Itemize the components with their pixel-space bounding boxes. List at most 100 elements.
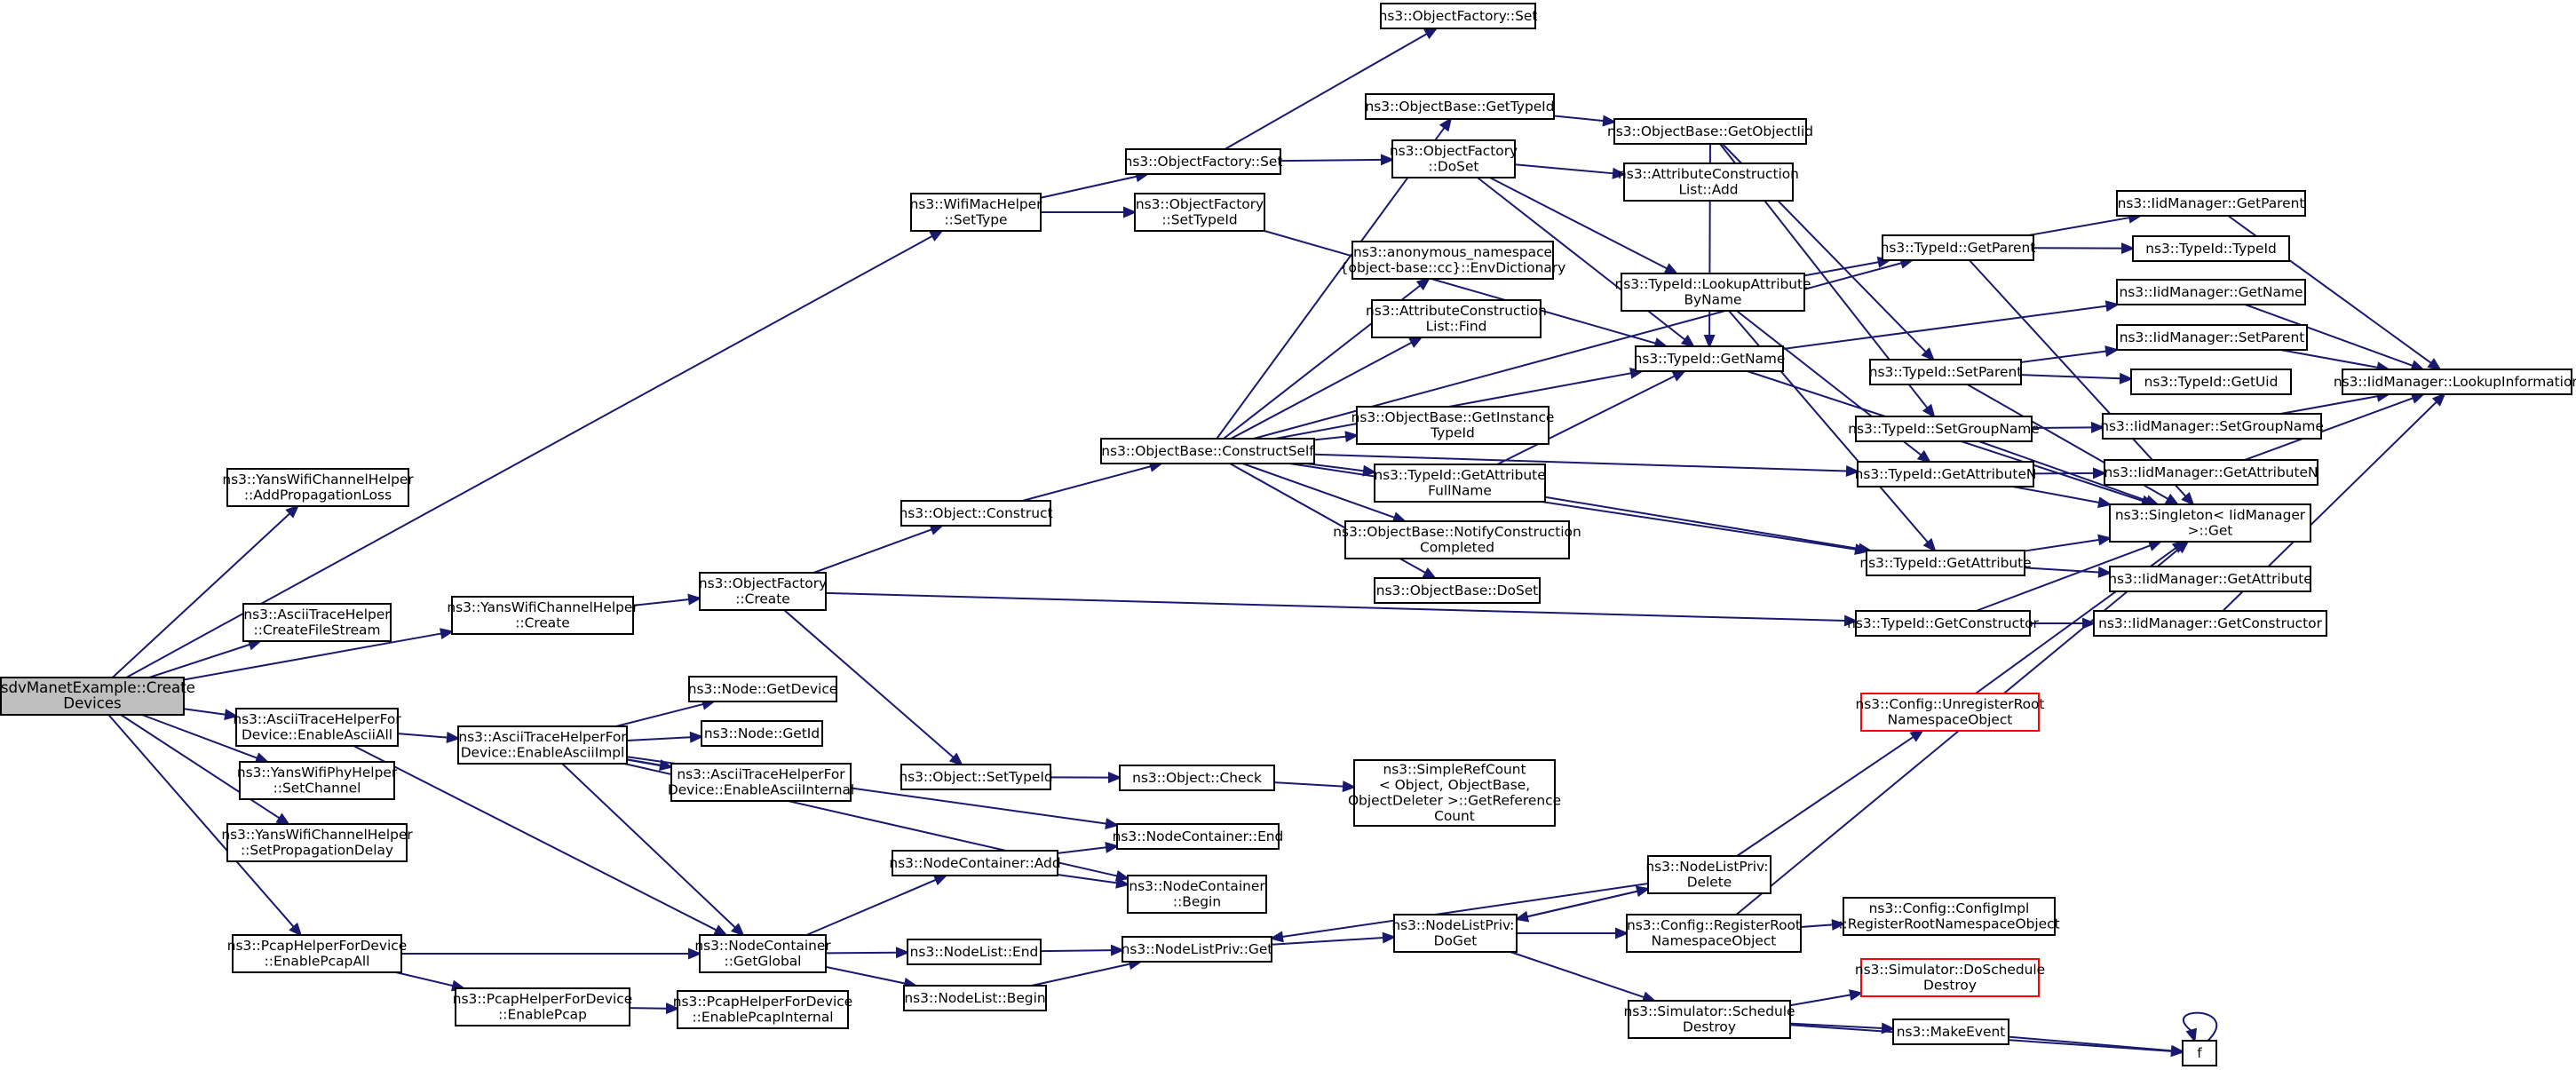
node-iid-get-attribute[interactable]: ns3::IidManager::GetAttribute xyxy=(2108,566,2312,592)
node-tid-get-parent[interactable]: ns3::TypeId::GetParent xyxy=(1881,234,2036,261)
edge-line xyxy=(2245,304,2414,367)
node-label: {object-base::cc}::EnvDictionary xyxy=(1340,260,1565,276)
node-ob-get-object-iid[interactable]: ns3::ObjectBase::GetObjectIid xyxy=(1607,118,1813,145)
node-tid-get-attribute-n[interactable]: ns3::TypeId::GetAttributeN xyxy=(1855,461,2037,487)
node-of-create[interactable]: ns3::ObjectFactory::Create xyxy=(699,572,827,611)
node-f-func[interactable]: f xyxy=(2182,1040,2217,1066)
node-cfg-impl-register[interactable]: ns3::Config::ConfigImpl::RegisterRootNam… xyxy=(1838,897,2060,936)
node-label: NamespaceObject xyxy=(1652,933,1777,949)
node-create-f-s[interactable]: ns3::AsciiTraceHelper::CreateFileStream xyxy=(242,603,392,642)
node-of-set[interactable]: ns3::ObjectFactory::Set xyxy=(1124,148,1283,175)
node-iid-set-parent[interactable]: ns3::IidManager::SetParent xyxy=(2116,324,2308,351)
node-en-pcap-internal[interactable]: ns3::PcapHelperForDevice::EnablePcapInte… xyxy=(673,990,852,1029)
node-tid-get-name[interactable]: ns3::TypeId::GetName xyxy=(1634,345,1786,372)
node-label: ::SetChannel xyxy=(273,781,361,797)
node-of-set2[interactable]: ns3::ObjectFactory::Set xyxy=(1379,3,1538,29)
node-ob-construct-self[interactable]: ns3::ObjectBase::ConstructSelf xyxy=(1100,438,1315,464)
node-ob-do-set[interactable]: ns3::ObjectBase::DoSet xyxy=(1374,577,1541,604)
node-label: ns3::NodeListPriv:: xyxy=(1645,859,1772,875)
edge-line xyxy=(120,714,281,820)
node-en-ascii-internal[interactable]: ns3::AsciiTraceHelperForDevice::EnableAs… xyxy=(668,763,854,802)
node-node-get-id[interactable]: ns3::Node::GetId xyxy=(701,720,823,747)
node-nc-begin[interactable]: ns3::NodeContainer::Begin xyxy=(1127,875,1267,914)
node-nlp-do-get[interactable]: ns3::NodeListPriv::DoGet xyxy=(1391,914,1519,953)
node-tid-get-constructor[interactable]: ns3::TypeId::GetConstructor xyxy=(1847,610,2040,637)
node-tid-set-parent[interactable]: ns3::TypeId::SetParent xyxy=(1869,359,2023,385)
node-box xyxy=(1351,241,1554,280)
node-singleton-get[interactable]: ns3::Singleton< IidManager>::Get xyxy=(2109,503,2311,543)
edge-line xyxy=(1803,261,1880,277)
node-add-prop[interactable]: ns3::YansWifiChannelHelper::AddPropagati… xyxy=(222,468,414,507)
edge-line xyxy=(626,736,692,741)
node-en-ascii-all[interactable]: ns3::AsciiTraceHelperForDevice::EnableAs… xyxy=(233,708,401,747)
node-src-get-ref[interactable]: ns3::SimpleRefCount< Object, ObjectBase,… xyxy=(1348,759,1561,827)
node-iid-get-constructor[interactable]: ns3::IidManager::GetConstructor xyxy=(2093,610,2327,637)
node-label: ns3::Object::SetTypeId xyxy=(899,769,1052,785)
node-pcap-all[interactable]: ns3::PcapHelperForDevice::EnablePcapAll xyxy=(227,934,407,973)
node-set-prop-delay[interactable]: ns3::YansWifiChannelHelper::SetPropagati… xyxy=(221,823,413,862)
call-edge xyxy=(1040,944,1125,956)
node-cfg-register[interactable]: ns3::Config::RegisterRootNamespaceObject xyxy=(1626,914,1802,953)
node-tid-get-uid[interactable]: ns3::TypeId::GetUid xyxy=(2130,369,2292,395)
node-get-device[interactable]: ns3::Node::GetDevice xyxy=(688,676,838,702)
node-en-ascii-impl[interactable]: ns3::AsciiTraceHelperForDevice::EnableAs… xyxy=(457,725,628,765)
node-nl-end[interactable]: ns3::NodeList::End xyxy=(907,939,1042,965)
node-box xyxy=(1100,438,1315,464)
node-label: ns3::AsciiTraceHelperFor xyxy=(233,711,401,727)
node-tid-set-group-name[interactable]: ns3::TypeId::SetGroupName xyxy=(1848,416,2040,442)
node-box xyxy=(1882,234,2034,261)
node-of-set-type-id[interactable]: ns3::ObjectFactory::SetTypeId xyxy=(1134,193,1265,232)
edge-line xyxy=(1496,375,1676,465)
node-tid-get-attribute[interactable]: ns3::TypeId::GetAttribute xyxy=(1859,550,2032,576)
node-nlp-get[interactable]: ns3::NodeListPriv::Get xyxy=(1122,936,1273,963)
edge-line xyxy=(2008,1035,2173,1052)
call-edge xyxy=(805,874,948,936)
arrow-head-icon xyxy=(1831,918,1846,931)
node-nc-end[interactable]: ns3::NodeContainer::End xyxy=(1113,823,1284,850)
node-box xyxy=(1626,914,1802,953)
node-obj-construct[interactable]: ns3::Object::Construct xyxy=(900,500,1053,527)
node-wifi-set-type[interactable]: ns3::WifiMacHelper::SetType xyxy=(910,193,1043,232)
node-nlp-delete[interactable]: ns3::NodeListPriv::Delete xyxy=(1645,855,1773,894)
call-edge xyxy=(1021,461,1164,502)
node-nl-begin[interactable]: ns3::NodeList::Begin xyxy=(903,985,1047,1011)
node-obj-set-type-id[interactable]: ns3::Object::SetTypeId xyxy=(899,764,1053,790)
edge-line xyxy=(629,1007,668,1010)
node-iid-lookup-info[interactable]: ns3::IidManager::LookupInformation xyxy=(2334,369,2576,395)
node-cfg-unregister[interactable]: ns3::Config::UnregisterRootNamespaceObje… xyxy=(1856,693,2045,732)
node-label: Count xyxy=(1434,808,1475,824)
node-make-event[interactable]: ns3::MakeEvent xyxy=(1892,1018,2009,1045)
node-yans-create[interactable]: ns3::YansWifiChannelHelper::Create xyxy=(447,596,638,635)
node-iid-get-parent[interactable]: ns3::IidManager::GetParent xyxy=(2116,190,2306,217)
edge-line xyxy=(1553,115,1605,123)
node-label: ns3::IidManager::SetParent xyxy=(2120,329,2305,345)
node-iid-set-group-name[interactable]: ns3::IidManager::SetGroupName xyxy=(2100,413,2324,440)
call-edge xyxy=(183,628,455,681)
edge-line xyxy=(783,609,955,758)
node-tid-type-id[interactable]: ns3::TypeId::TypeId xyxy=(2132,235,2290,262)
node-env-dict[interactable]: ns3::anonymous_namespace{object-base::cc… xyxy=(1340,241,1565,280)
node-ob-notify-c-c[interactable]: ns3::ObjectBase::NotifyConstructionCompl… xyxy=(1333,520,1581,559)
node-en-pcap[interactable]: ns3::PcapHelperForDevice::EnablePcap xyxy=(453,987,632,1026)
node-set-channel[interactable]: ns3::YansWifiPhyHelper::SetChannel xyxy=(237,761,398,800)
node-ob-get-type-id[interactable]: ns3::ObjectBase::GetTypeId xyxy=(1365,93,1555,120)
node-nc-get-global[interactable]: ns3::NodeContainer::GetGlobal xyxy=(694,934,831,973)
node-box xyxy=(1623,162,1794,202)
node-iid-get-attribute-n[interactable]: ns3::IidManager::GetAttributeN xyxy=(2104,459,2318,486)
arrow-head-icon xyxy=(1922,537,1937,552)
arrow-head-icon xyxy=(1344,431,1359,443)
node-box xyxy=(1635,345,1784,372)
node-nc-add[interactable]: ns3::NodeContainer::Add xyxy=(889,850,1061,876)
node-of-do-set[interactable]: ns3::ObjectFactory::DoSet xyxy=(1390,139,1518,178)
node-obj-check[interactable]: ns3::Object::Check xyxy=(1119,765,1275,791)
node-iid-get-name[interactable]: ns3::IidManager::GetName xyxy=(2116,279,2306,305)
